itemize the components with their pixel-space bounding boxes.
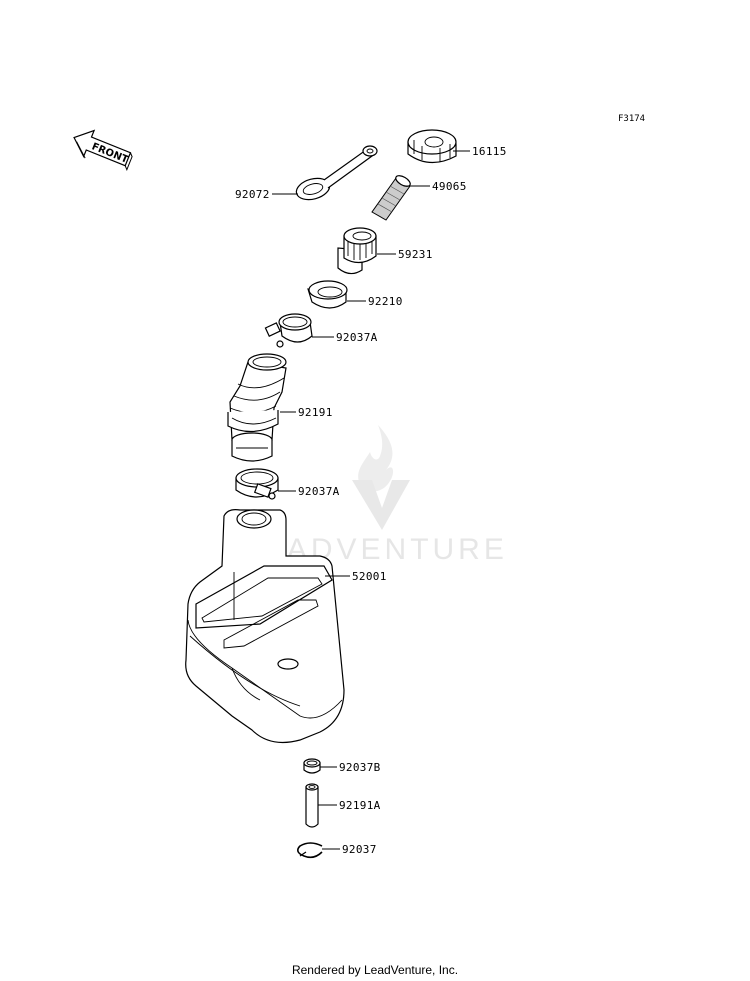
callout-hose-small[interactable]: 92191A bbox=[339, 799, 381, 812]
callout-strap[interactable]: 92072 bbox=[235, 188, 270, 201]
watermark-logo-icon bbox=[352, 425, 410, 530]
clamp-small-part bbox=[303, 758, 321, 774]
front-arrow-icon: FRONT bbox=[73, 129, 133, 171]
callout-hose[interactable]: 92191 bbox=[298, 406, 333, 419]
clamp-lower-part bbox=[235, 468, 279, 500]
filler-neck-part bbox=[337, 227, 377, 275]
callout-clip[interactable]: 92037 bbox=[342, 843, 377, 856]
nut-part bbox=[307, 280, 348, 309]
strap-part bbox=[295, 145, 378, 201]
leader-lines bbox=[272, 150, 470, 850]
callout-filler-neck[interactable]: 59231 bbox=[398, 248, 433, 261]
clip-part bbox=[296, 842, 323, 859]
clamp-upper-part bbox=[264, 313, 313, 348]
callout-clamp-small[interactable]: 92037B bbox=[339, 761, 381, 774]
callout-clamp-lower[interactable]: 92037A bbox=[298, 485, 340, 498]
figure-code: F3174 bbox=[618, 114, 645, 124]
callout-filter[interactable]: 49065 bbox=[432, 180, 467, 193]
callout-clamp-upper[interactable]: 92037A bbox=[336, 331, 378, 344]
footer-credit: Rendered by LeadVenture, Inc. bbox=[291, 963, 459, 977]
tank-part bbox=[185, 509, 345, 743]
hose-part bbox=[227, 353, 287, 462]
hose-small-part bbox=[305, 783, 319, 828]
callouts: 16115 49065 92072 59231 92210 92037A 921… bbox=[235, 145, 507, 856]
callout-nut[interactable]: 92210 bbox=[368, 295, 403, 308]
callout-tank[interactable]: 52001 bbox=[352, 570, 387, 583]
cap-part bbox=[407, 129, 457, 164]
filter-part bbox=[371, 175, 411, 221]
callout-cap[interactable]: 16115 bbox=[472, 145, 507, 158]
